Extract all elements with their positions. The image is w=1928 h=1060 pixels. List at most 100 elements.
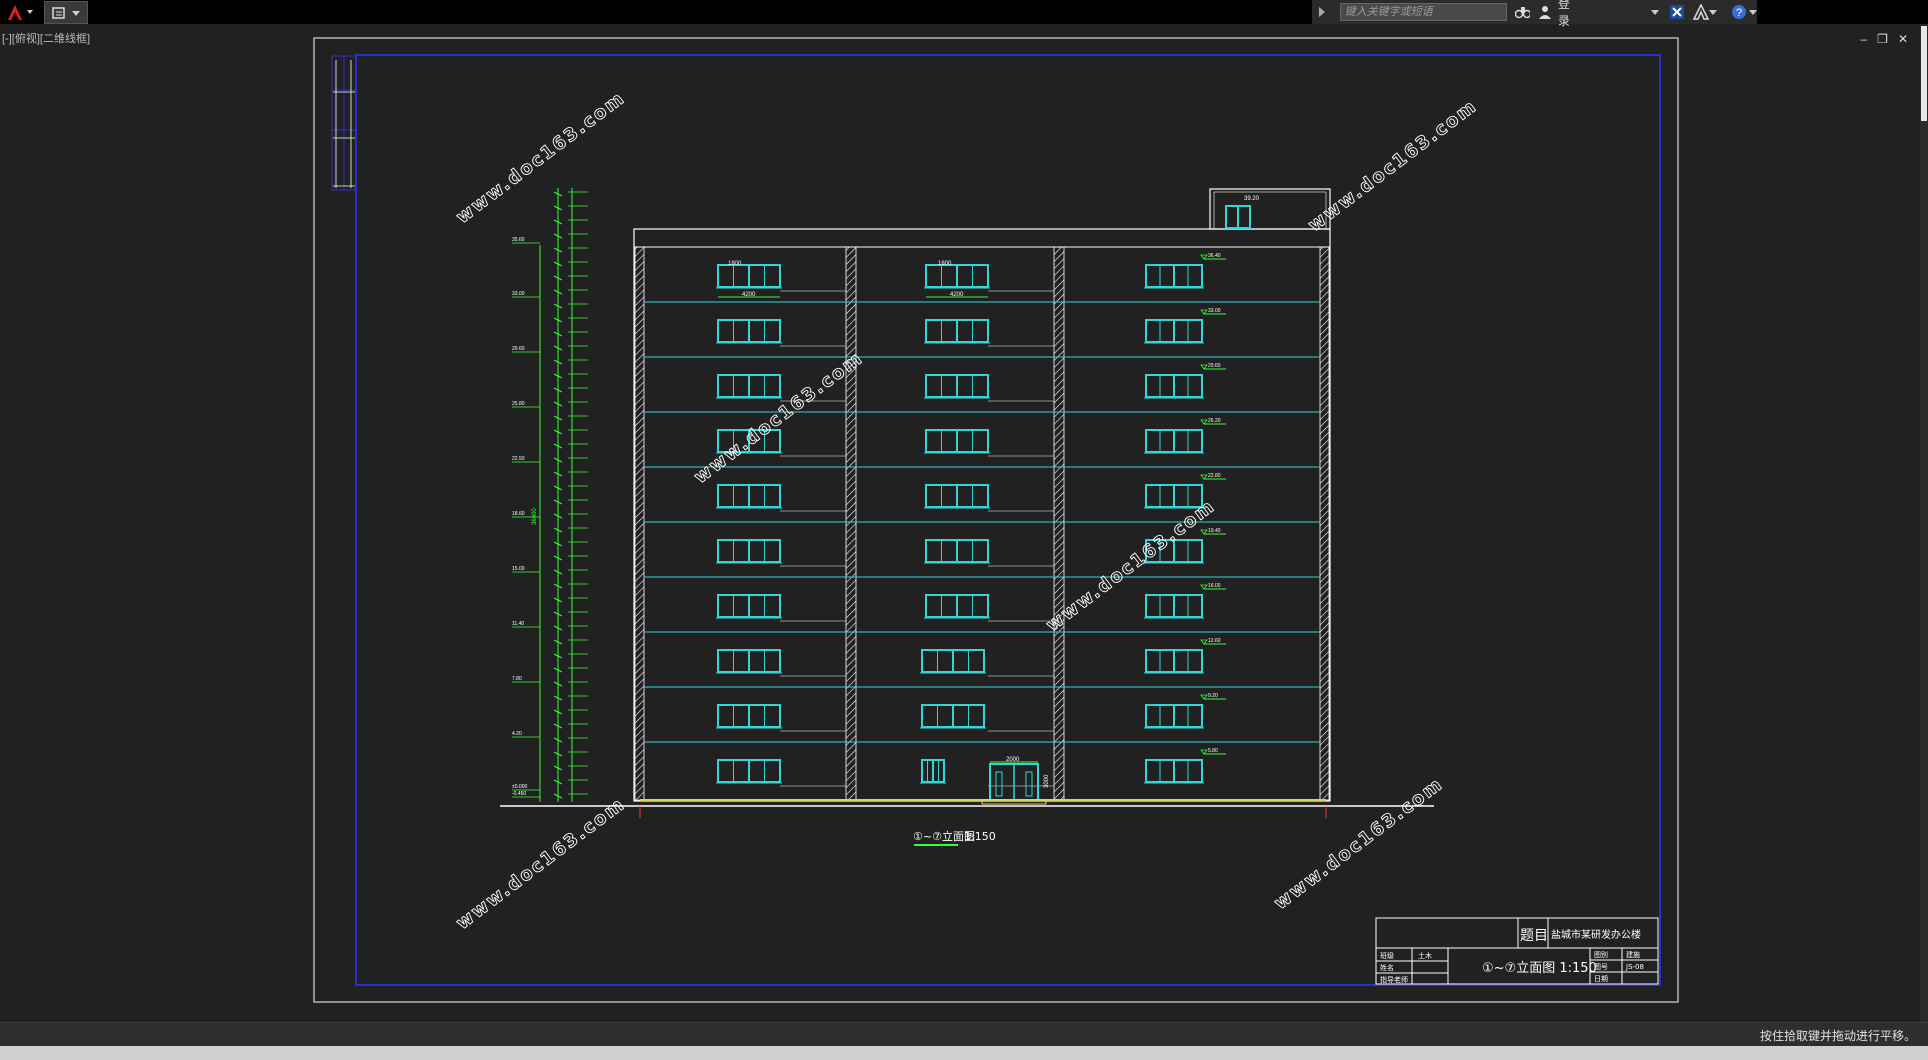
level-marker-icon bbox=[1200, 419, 1208, 425]
dim-tick bbox=[553, 415, 563, 421]
autocad-logo-icon bbox=[8, 5, 33, 20]
building-outline: 39.20 bbox=[633, 188, 1331, 802]
viewport-controls-label[interactable]: [-][俯视][二维线框] bbox=[2, 33, 90, 45]
dim-tick bbox=[553, 681, 563, 687]
restore-icon[interactable]: ❐ bbox=[1877, 32, 1888, 46]
watermark-text: www.doc163.com bbox=[1042, 495, 1219, 636]
window-width-dim-2: 1800 bbox=[938, 261, 952, 267]
vertical-scrollbar[interactable] bbox=[1920, 24, 1928, 1024]
dim-tick bbox=[553, 289, 563, 295]
level-label: 22.80 bbox=[1208, 473, 1221, 479]
window bbox=[1144, 539, 1204, 564]
level-marker-icon bbox=[1200, 474, 1208, 480]
left-level-label: 33.00 bbox=[512, 291, 525, 297]
window bbox=[924, 594, 990, 619]
minimize-icon[interactable]: ‒ bbox=[1860, 32, 1868, 46]
expand-arrow-icon[interactable] bbox=[1318, 7, 1326, 17]
window bbox=[716, 649, 782, 674]
window bbox=[716, 484, 782, 509]
level-marker-icon bbox=[1200, 694, 1208, 700]
status-message: 按住拾取键并拖动进行平移。 bbox=[1759, 1029, 1916, 1043]
window-total-dim-1: 4200 bbox=[742, 292, 756, 298]
window bbox=[1144, 264, 1204, 289]
chevron-down-icon[interactable] bbox=[1650, 8, 1659, 16]
elevation-title: ①~⑦立面图 bbox=[913, 829, 975, 843]
drawing-window-controls: ‒ ❐ ✕ bbox=[1860, 32, 1908, 46]
dim-tick bbox=[553, 499, 563, 505]
dim-tick bbox=[553, 737, 563, 743]
dim-tick bbox=[553, 233, 563, 239]
dim-tick bbox=[553, 443, 563, 449]
elevation-caption: ①~⑦立面图 1:150 bbox=[913, 829, 996, 846]
chevron-down-icon[interactable] bbox=[1709, 8, 1717, 16]
level-marker-icon bbox=[1200, 254, 1208, 260]
dim-tick bbox=[553, 695, 563, 701]
help-icon[interactable]: ? bbox=[1731, 4, 1746, 20]
bottom-strip bbox=[0, 1046, 1928, 1060]
dim-tick bbox=[553, 541, 563, 547]
dim-tick bbox=[553, 317, 563, 323]
ground-line bbox=[500, 799, 1434, 818]
level-label: 5.80 bbox=[1208, 748, 1218, 754]
dim-tick bbox=[553, 793, 563, 799]
workspace-icon bbox=[52, 6, 65, 19]
application-menu-button[interactable] bbox=[2, 1, 38, 23]
window bbox=[716, 429, 782, 454]
dim-tick bbox=[553, 471, 563, 477]
level-label: 33.00 bbox=[1208, 308, 1221, 314]
left-level-label: 35.60 bbox=[512, 237, 525, 243]
left-level-label: 22.50 bbox=[512, 456, 525, 462]
search-input[interactable] bbox=[1339, 3, 1508, 21]
title-block-advisor: 指导老师 bbox=[1380, 975, 1408, 984]
title-bar: 登录 ? bbox=[0, 0, 1928, 28]
window bbox=[924, 374, 990, 399]
close-icon[interactable]: ✕ bbox=[1897, 32, 1908, 46]
level-label: 19.40 bbox=[1208, 528, 1221, 534]
drawing-canvas[interactable]: 35.6033.0029.6025.8022.5018.6015.0011.40… bbox=[0, 24, 1920, 1020]
window bbox=[1144, 759, 1204, 784]
binoculars-icon[interactable] bbox=[1515, 5, 1531, 19]
window bbox=[716, 759, 782, 784]
paper-border bbox=[313, 37, 1679, 1003]
title-block-category: 建施 bbox=[1626, 950, 1640, 959]
login-button[interactable]: 登录 bbox=[1557, 0, 1570, 28]
dim-tick bbox=[553, 569, 563, 575]
dim-tick bbox=[553, 429, 563, 435]
dim-tick bbox=[553, 527, 563, 533]
window bbox=[920, 704, 986, 729]
watermark-text: www.doc163.com bbox=[1304, 95, 1481, 236]
window bbox=[1144, 649, 1204, 674]
left-level-label: ±0.000 bbox=[512, 784, 527, 790]
dim-tick bbox=[553, 765, 563, 771]
window bbox=[1144, 429, 1204, 454]
quick-access-toolbar[interactable] bbox=[44, 1, 88, 24]
left-level-label: 29.60 bbox=[512, 346, 525, 352]
exchange-apps-icon[interactable] bbox=[1669, 4, 1684, 20]
dim-tick bbox=[553, 219, 563, 225]
user-icon bbox=[1539, 6, 1552, 19]
title-block: 题目 盐城市某研发办公楼 ①~⑦立面图 1:150 班级 姓名 指导老师 土木 … bbox=[1375, 917, 1659, 985]
elevation-scale: 1:150 bbox=[964, 830, 996, 843]
window bbox=[1144, 374, 1204, 399]
chevron-down-icon[interactable] bbox=[1749, 8, 1757, 16]
dim-tick bbox=[553, 583, 563, 589]
window-total-dim-2: 4200 bbox=[950, 292, 964, 298]
autodesk-a360-icon[interactable] bbox=[1692, 4, 1710, 20]
left-level-label: 18.60 bbox=[512, 511, 525, 517]
right-level-markers: 36.4033.0029.6026.2022.8019.4016.0012.60… bbox=[1200, 253, 1226, 755]
dim-tick bbox=[553, 247, 563, 253]
window bbox=[716, 319, 782, 344]
dim-tick bbox=[553, 485, 563, 491]
window bbox=[924, 264, 990, 289]
door-width-dim: 2000 bbox=[1006, 757, 1020, 763]
watermark-text: www.doc163.com bbox=[452, 87, 629, 228]
title-block-drawing-name: ①~⑦立面图 1:150 bbox=[1482, 961, 1597, 976]
windows bbox=[716, 264, 1204, 787]
dim-tick bbox=[553, 401, 563, 407]
window bbox=[1144, 594, 1204, 619]
binding-margin-lines bbox=[333, 60, 355, 188]
scrollbar-thumb[interactable] bbox=[1921, 26, 1927, 121]
title-block-class: 班级 bbox=[1380, 951, 1394, 960]
level-label: 12.60 bbox=[1208, 638, 1221, 644]
level-label: 36.40 bbox=[1208, 253, 1221, 259]
